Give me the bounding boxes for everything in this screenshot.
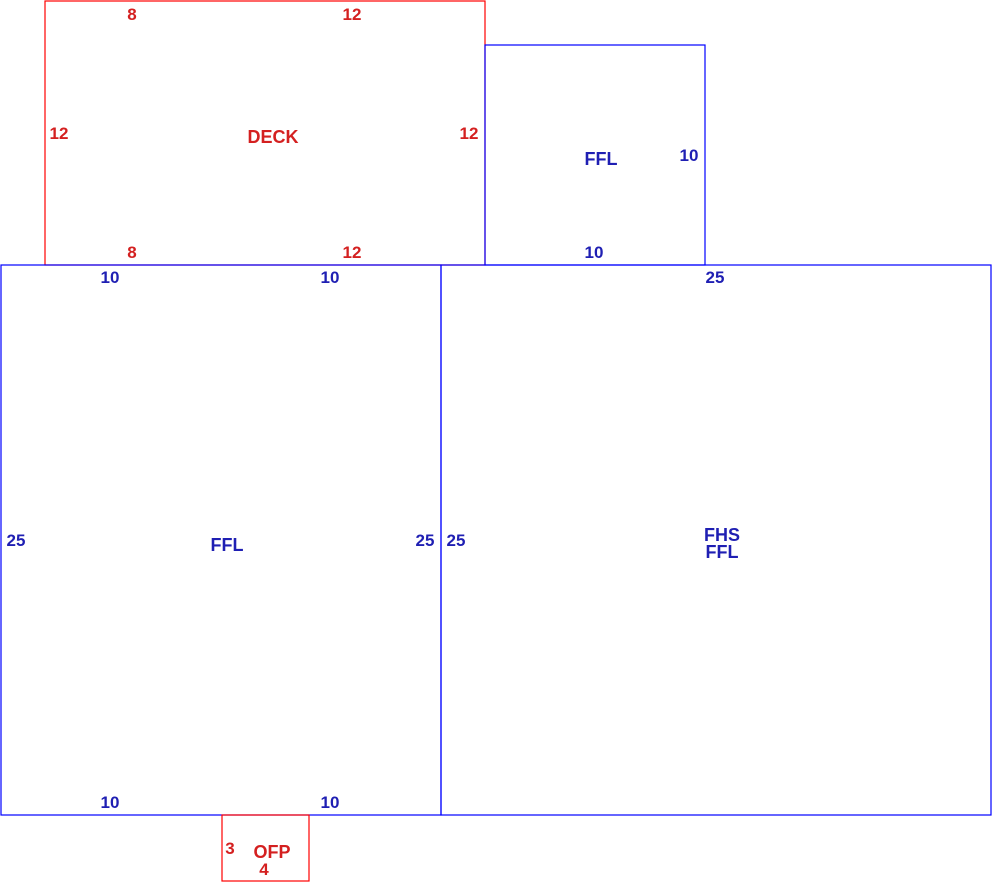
left-ffl-label: FFL [211, 535, 244, 555]
upper-ffl-area: FFL 10 10 [484, 44, 706, 266]
ofp-outline [221, 814, 310, 882]
ofp-label: OFP [253, 842, 290, 862]
deck-area: 8 12 12 12 DECK 8 12 [44, 0, 486, 266]
left-ffl-left-dim: 25 [7, 531, 26, 550]
right-fhs-left-dim: 25 [447, 531, 466, 550]
ofp-bottom-dim: 4 [259, 860, 269, 879]
right-fhs-top-dim: 25 [706, 268, 725, 287]
upper-ffl-label: FFL [585, 149, 618, 169]
left-ffl-bottom-dim-right: 10 [321, 793, 340, 812]
left-ffl-area: 10 10 25 25 FFL 10 10 [0, 264, 442, 816]
deck-right-dim: 12 [460, 124, 479, 143]
upper-ffl-bottom-dim: 10 [585, 243, 604, 262]
left-ffl-right-dim: 25 [416, 531, 435, 550]
deck-left-dim: 12 [50, 124, 69, 143]
right-fhs-outline [440, 264, 992, 816]
upper-ffl-right-dim: 10 [680, 146, 699, 165]
right-ffl-label: FFL [706, 542, 739, 562]
ofp-area: 3 OFP 4 [221, 814, 310, 882]
ofp-left-dim: 3 [225, 839, 234, 858]
deck-top-dim-right: 12 [343, 5, 362, 24]
left-ffl-bottom-dim-left: 10 [101, 793, 120, 812]
deck-label: DECK [247, 127, 298, 147]
deck-bottom-dim-left: 8 [127, 243, 136, 262]
left-ffl-top-dim-right: 10 [321, 268, 340, 287]
right-fhs-label: FHS [704, 525, 740, 545]
right-fhs-area: 25 25 FHS FFL [440, 264, 992, 816]
deck-top-dim-left: 8 [127, 5, 136, 24]
deck-bottom-dim-right: 12 [343, 243, 362, 262]
left-ffl-top-dim-left: 10 [101, 268, 120, 287]
